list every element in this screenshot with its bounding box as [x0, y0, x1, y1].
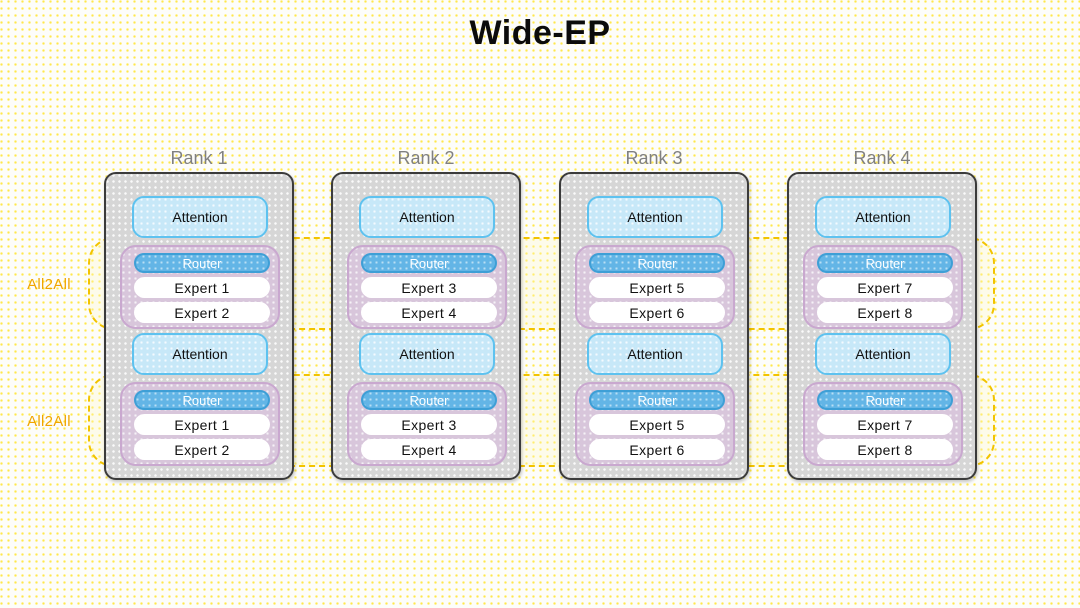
router-block: Router: [361, 253, 497, 273]
expert-pill: Expert 8: [817, 302, 953, 323]
expert-pill: Expert 3: [361, 277, 497, 298]
rank-header-4: Rank 4: [853, 148, 911, 168]
expert-pill: Expert 1: [134, 414, 270, 435]
all2all-label-1: All2All: [27, 276, 71, 293]
router-block: Router: [361, 390, 497, 410]
expert-pill: Expert 5: [589, 277, 725, 298]
router-block: Router: [817, 253, 953, 273]
expert-pill: Expert 5: [589, 414, 725, 435]
attention-block: Attention: [815, 196, 951, 238]
attention-block: Attention: [815, 333, 951, 375]
expert-pill: Expert 4: [361, 439, 497, 460]
moe-block: Router Expert 5 Expert 6: [575, 382, 735, 466]
expert-pill: Expert 6: [589, 302, 725, 323]
expert-pill: Expert 8: [817, 439, 953, 460]
moe-block: Router Expert 5 Expert 6: [575, 245, 735, 329]
attention-block: Attention: [587, 333, 723, 375]
router-block: Router: [817, 390, 953, 410]
rank-panel-1: Attention Router Expert 1 Expert 2 Atten…: [104, 172, 294, 480]
rank-panel-2: Attention Router Expert 3 Expert 4 Atten…: [331, 172, 521, 480]
attention-block: Attention: [132, 333, 268, 375]
all2all-label-2: All2All: [27, 413, 71, 430]
rank-header-3: Rank 3: [625, 148, 683, 168]
router-block: Router: [134, 390, 270, 410]
moe-block: Router Expert 3 Expert 4: [347, 382, 507, 466]
rank-header-1: Rank 1: [170, 148, 228, 168]
moe-block: Router Expert 7 Expert 8: [803, 245, 963, 329]
expert-pill: Expert 3: [361, 414, 497, 435]
page-title: Wide-EP: [469, 14, 611, 52]
expert-pill: Expert 6: [589, 439, 725, 460]
rank-header-2: Rank 2: [397, 148, 455, 168]
moe-block: Router Expert 1 Expert 2: [120, 382, 280, 466]
expert-pill: Expert 1: [134, 277, 270, 298]
expert-pill: Expert 7: [817, 414, 953, 435]
expert-pill: Expert 4: [361, 302, 497, 323]
expert-pill: Expert 7: [817, 277, 953, 298]
rank-panel-4: Attention Router Expert 7 Expert 8 Atten…: [787, 172, 977, 480]
expert-pill: Expert 2: [134, 439, 270, 460]
expert-pill: Expert 2: [134, 302, 270, 323]
attention-block: Attention: [587, 196, 723, 238]
attention-block: Attention: [359, 333, 495, 375]
moe-block: Router Expert 7 Expert 8: [803, 382, 963, 466]
moe-block: Router Expert 1 Expert 2: [120, 245, 280, 329]
router-block: Router: [589, 253, 725, 273]
moe-block: Router Expert 3 Expert 4: [347, 245, 507, 329]
rank-panel-3: Attention Router Expert 5 Expert 6 Atten…: [559, 172, 749, 480]
attention-block: Attention: [359, 196, 495, 238]
attention-block: Attention: [132, 196, 268, 238]
router-block: Router: [134, 253, 270, 273]
router-block: Router: [589, 390, 725, 410]
